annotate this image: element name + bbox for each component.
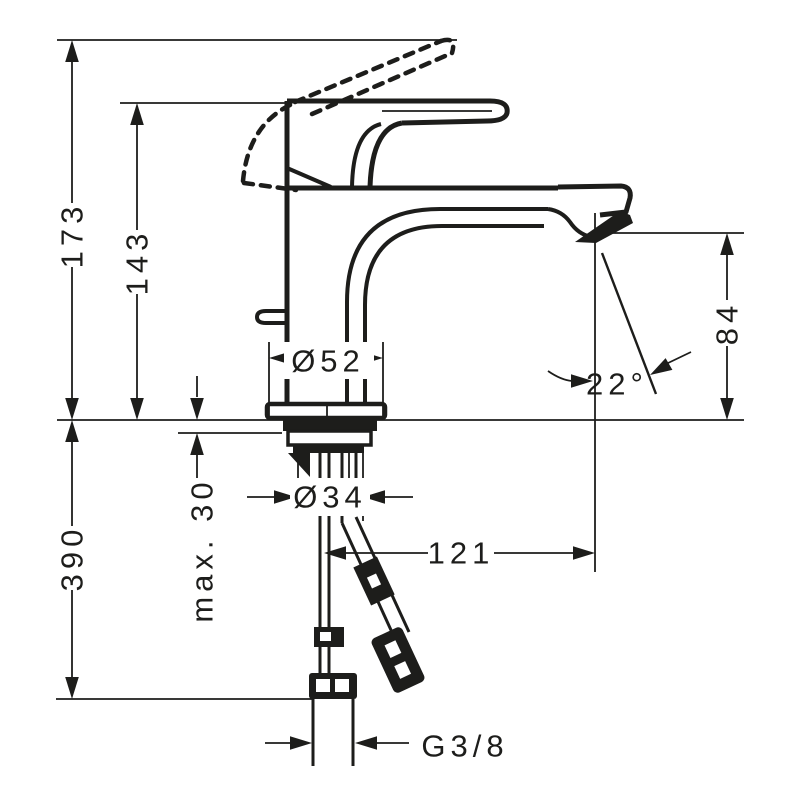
base-plate xyxy=(264,401,388,421)
dim-total-height-label: 173 xyxy=(55,202,90,269)
dim-shank-diameter-label: Ø34 xyxy=(293,480,367,515)
hose-end-nut-window-1 xyxy=(316,679,330,692)
spout-head xyxy=(557,183,633,218)
dim-base-diameter-label: Ø52 xyxy=(291,344,365,379)
dimensions xyxy=(65,40,734,750)
handle-skirt-chamfer xyxy=(286,166,332,189)
dim-outlet-height-label: 84 xyxy=(710,301,745,345)
reference-lines xyxy=(56,39,744,700)
aerator xyxy=(575,211,633,243)
spout-inner-curve-outer xyxy=(345,207,548,404)
faucet-body xyxy=(240,37,633,421)
mounting-wedge xyxy=(288,453,310,477)
mounting-washer xyxy=(286,429,373,447)
mounting-assembly xyxy=(283,420,425,766)
handle-lever xyxy=(287,98,510,126)
hose-collar-window xyxy=(320,632,331,641)
dim-spout-reach-label: 121 xyxy=(428,536,495,571)
hose-end-nut-window-2 xyxy=(335,679,349,692)
dimension-labels: 173 143 390 max. 30 84 Ø52 Ø34 121 22° G… xyxy=(55,202,745,764)
mounting-flange-top xyxy=(283,420,377,431)
dim-under-deck-length-label: 390 xyxy=(55,525,90,592)
handle-raised-dashed xyxy=(240,37,456,193)
popup-knob xyxy=(255,309,287,325)
mask-shank-diameter xyxy=(290,478,370,516)
spout-chin xyxy=(547,207,592,239)
dim-max-mounting-thickness-label: max. 30 xyxy=(185,477,220,622)
mounting-nut xyxy=(293,445,364,453)
handle-neck-back xyxy=(350,122,382,188)
hose-angled-end-nut xyxy=(371,627,425,693)
dim-handle-height-label: 143 xyxy=(120,229,155,296)
spout-inner-curve-inner xyxy=(363,224,544,404)
handle-neck-front xyxy=(367,120,403,188)
mask-base-diameter xyxy=(284,342,374,379)
hose-angled-collar xyxy=(353,556,395,606)
dim-connection-thread-label: G3/8 xyxy=(421,729,508,764)
stream-angle-line xyxy=(600,252,658,395)
dim-stream-angle-label: 22° xyxy=(586,367,648,402)
